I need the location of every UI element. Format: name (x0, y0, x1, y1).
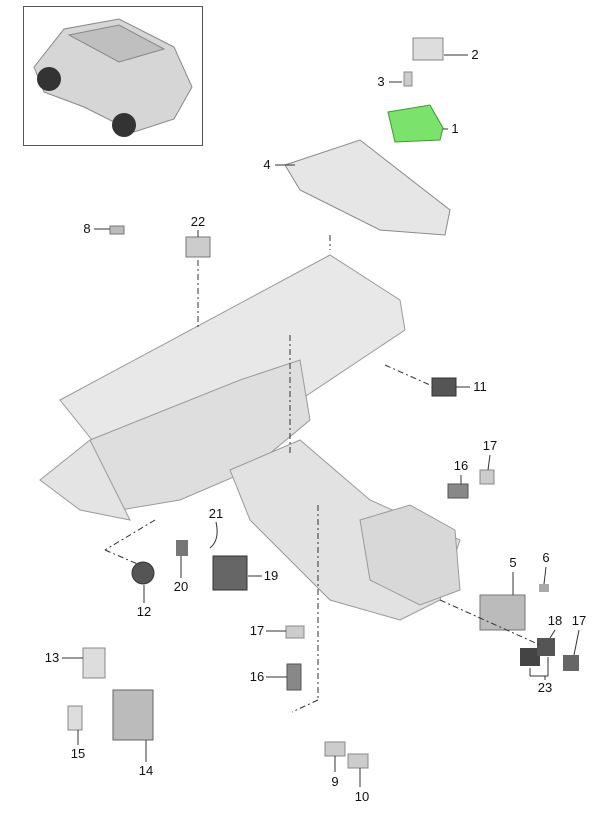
callout-6: 6 (542, 550, 550, 565)
callout-14: 14 (138, 763, 154, 778)
callout-13: 13 (44, 650, 60, 665)
callout-8: 8 (83, 221, 91, 236)
callout-15: 15 (70, 746, 86, 761)
callout-18: 18 (547, 613, 563, 628)
part-1-highlight (387, 104, 444, 143)
callout-16: 16 (249, 669, 265, 684)
callout-4: 4 (263, 157, 271, 172)
callout-1: 1 (451, 121, 459, 136)
callout-11: 11 (473, 379, 487, 394)
callout-5: 5 (509, 555, 517, 570)
callout-17: 17 (482, 438, 498, 453)
callout-21: 21 (208, 506, 224, 521)
car-icon (33, 18, 193, 137)
callout-10: 10 (354, 789, 370, 804)
callout-20: 20 (173, 579, 189, 594)
callout-23: 23 (537, 680, 553, 695)
callout-2: 2 (471, 47, 479, 62)
vehicle-overview-inset (23, 6, 203, 146)
callout-9: 9 (331, 774, 339, 789)
callout-16: 16 (453, 458, 469, 473)
callout-12: 12 (136, 604, 152, 619)
callout-3: 3 (377, 74, 385, 89)
callout-17: 17 (571, 613, 587, 628)
callout-22: 22 (190, 214, 206, 229)
callout-17: 17 (249, 623, 265, 638)
callout-19: 19 (263, 568, 279, 583)
